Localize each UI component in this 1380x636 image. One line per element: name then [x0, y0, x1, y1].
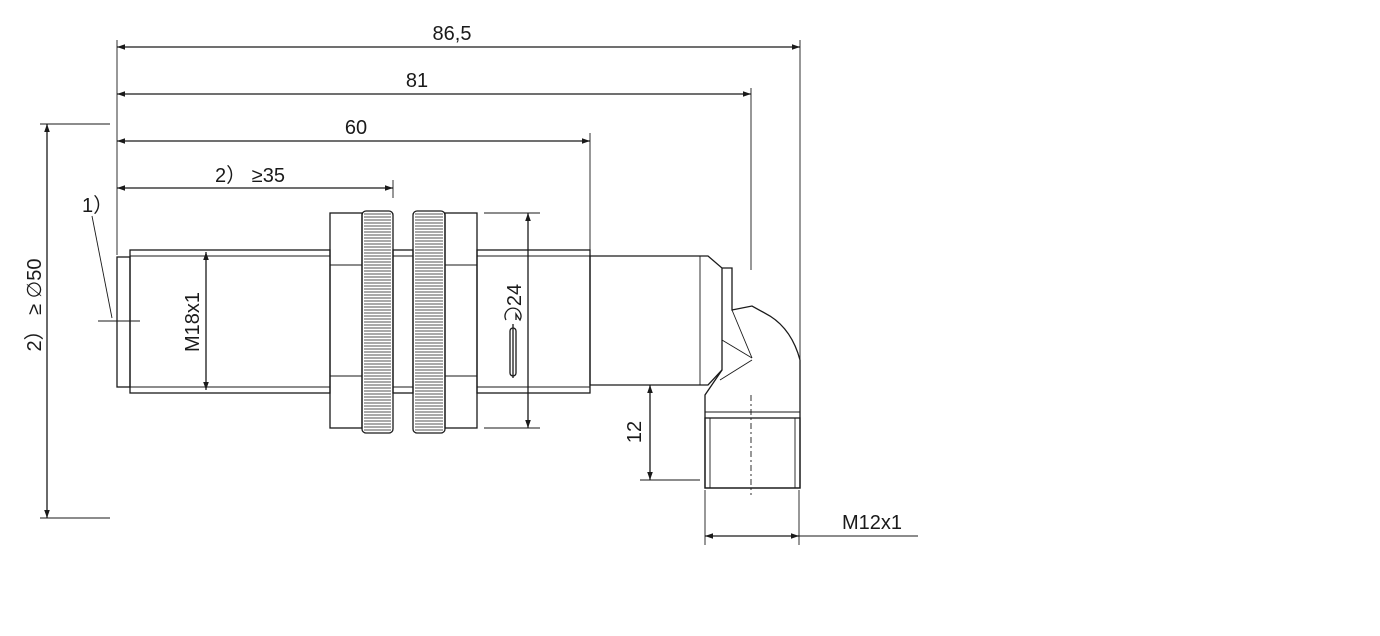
label-60: 60 — [345, 117, 367, 139]
label-connector-thread: M12x1 — [842, 512, 902, 534]
knurl-pattern-1 — [364, 213, 391, 431]
label-clearance: 2） ≥ ∅50 — [23, 259, 46, 352]
label-81: 81 — [406, 70, 428, 92]
label-cap-note: 1） — [82, 194, 113, 217]
sensor-body — [98, 210, 801, 495]
leader-line-cap — [91, 215, 113, 319]
knurl-pattern-2 — [415, 213, 443, 431]
label-connector-offset: 12 — [624, 421, 646, 443]
label-wrench-size: 24 — [504, 284, 526, 306]
extension-lines — [40, 40, 801, 545]
dimension-lines — [44, 44, 918, 539]
label-thread-size: M18x1 — [182, 292, 204, 352]
dimension-labels: 86,5 81 60 2） ≥35 1） 2） ≥ ∅50 M18x1 24 1… — [23, 23, 902, 534]
label-35: 2） ≥35 — [215, 164, 285, 187]
label-overall-length: 86,5 — [433, 23, 472, 45]
wrench-icon — [504, 307, 522, 378]
